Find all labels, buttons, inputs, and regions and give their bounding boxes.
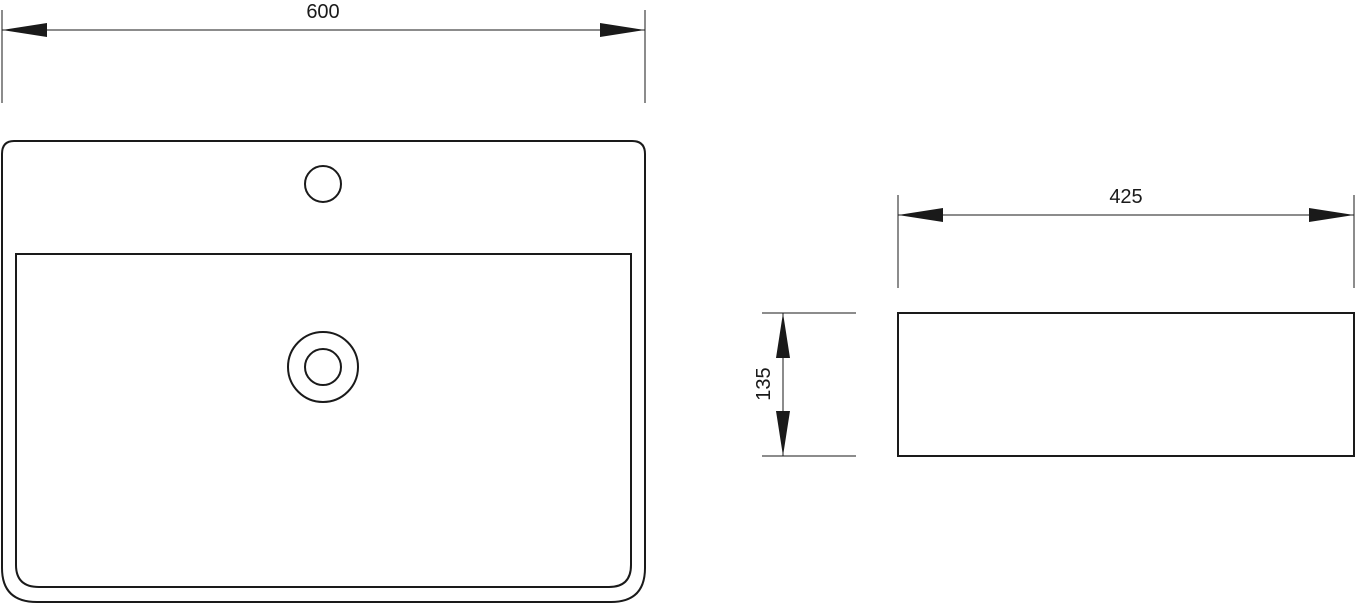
faucet-hole	[304, 165, 342, 203]
arrowhead-right	[1309, 208, 1354, 222]
dimension-side-length: 425	[897, 186, 1355, 288]
dimension-label-135: 135	[753, 367, 775, 400]
drain-outer-ring	[287, 331, 359, 403]
basin-side-view	[897, 312, 1355, 457]
dimension-label-425: 425	[1109, 186, 1142, 208]
dimension-side-height: 135	[753, 312, 856, 457]
basin-top-view	[1, 140, 646, 603]
arrowhead-left	[2, 23, 47, 37]
arrowhead-top	[776, 313, 790, 358]
basin-inner-bowl	[15, 253, 632, 588]
dimension-label-600: 600	[306, 1, 339, 23]
dimension-top-width: 600	[1, 1, 646, 103]
arrowhead-bottom	[776, 411, 790, 456]
drain-inner-ring	[304, 348, 342, 386]
arrowhead-right	[600, 23, 645, 37]
basin-outer-outline	[1, 140, 646, 603]
arrowhead-left	[898, 208, 943, 222]
